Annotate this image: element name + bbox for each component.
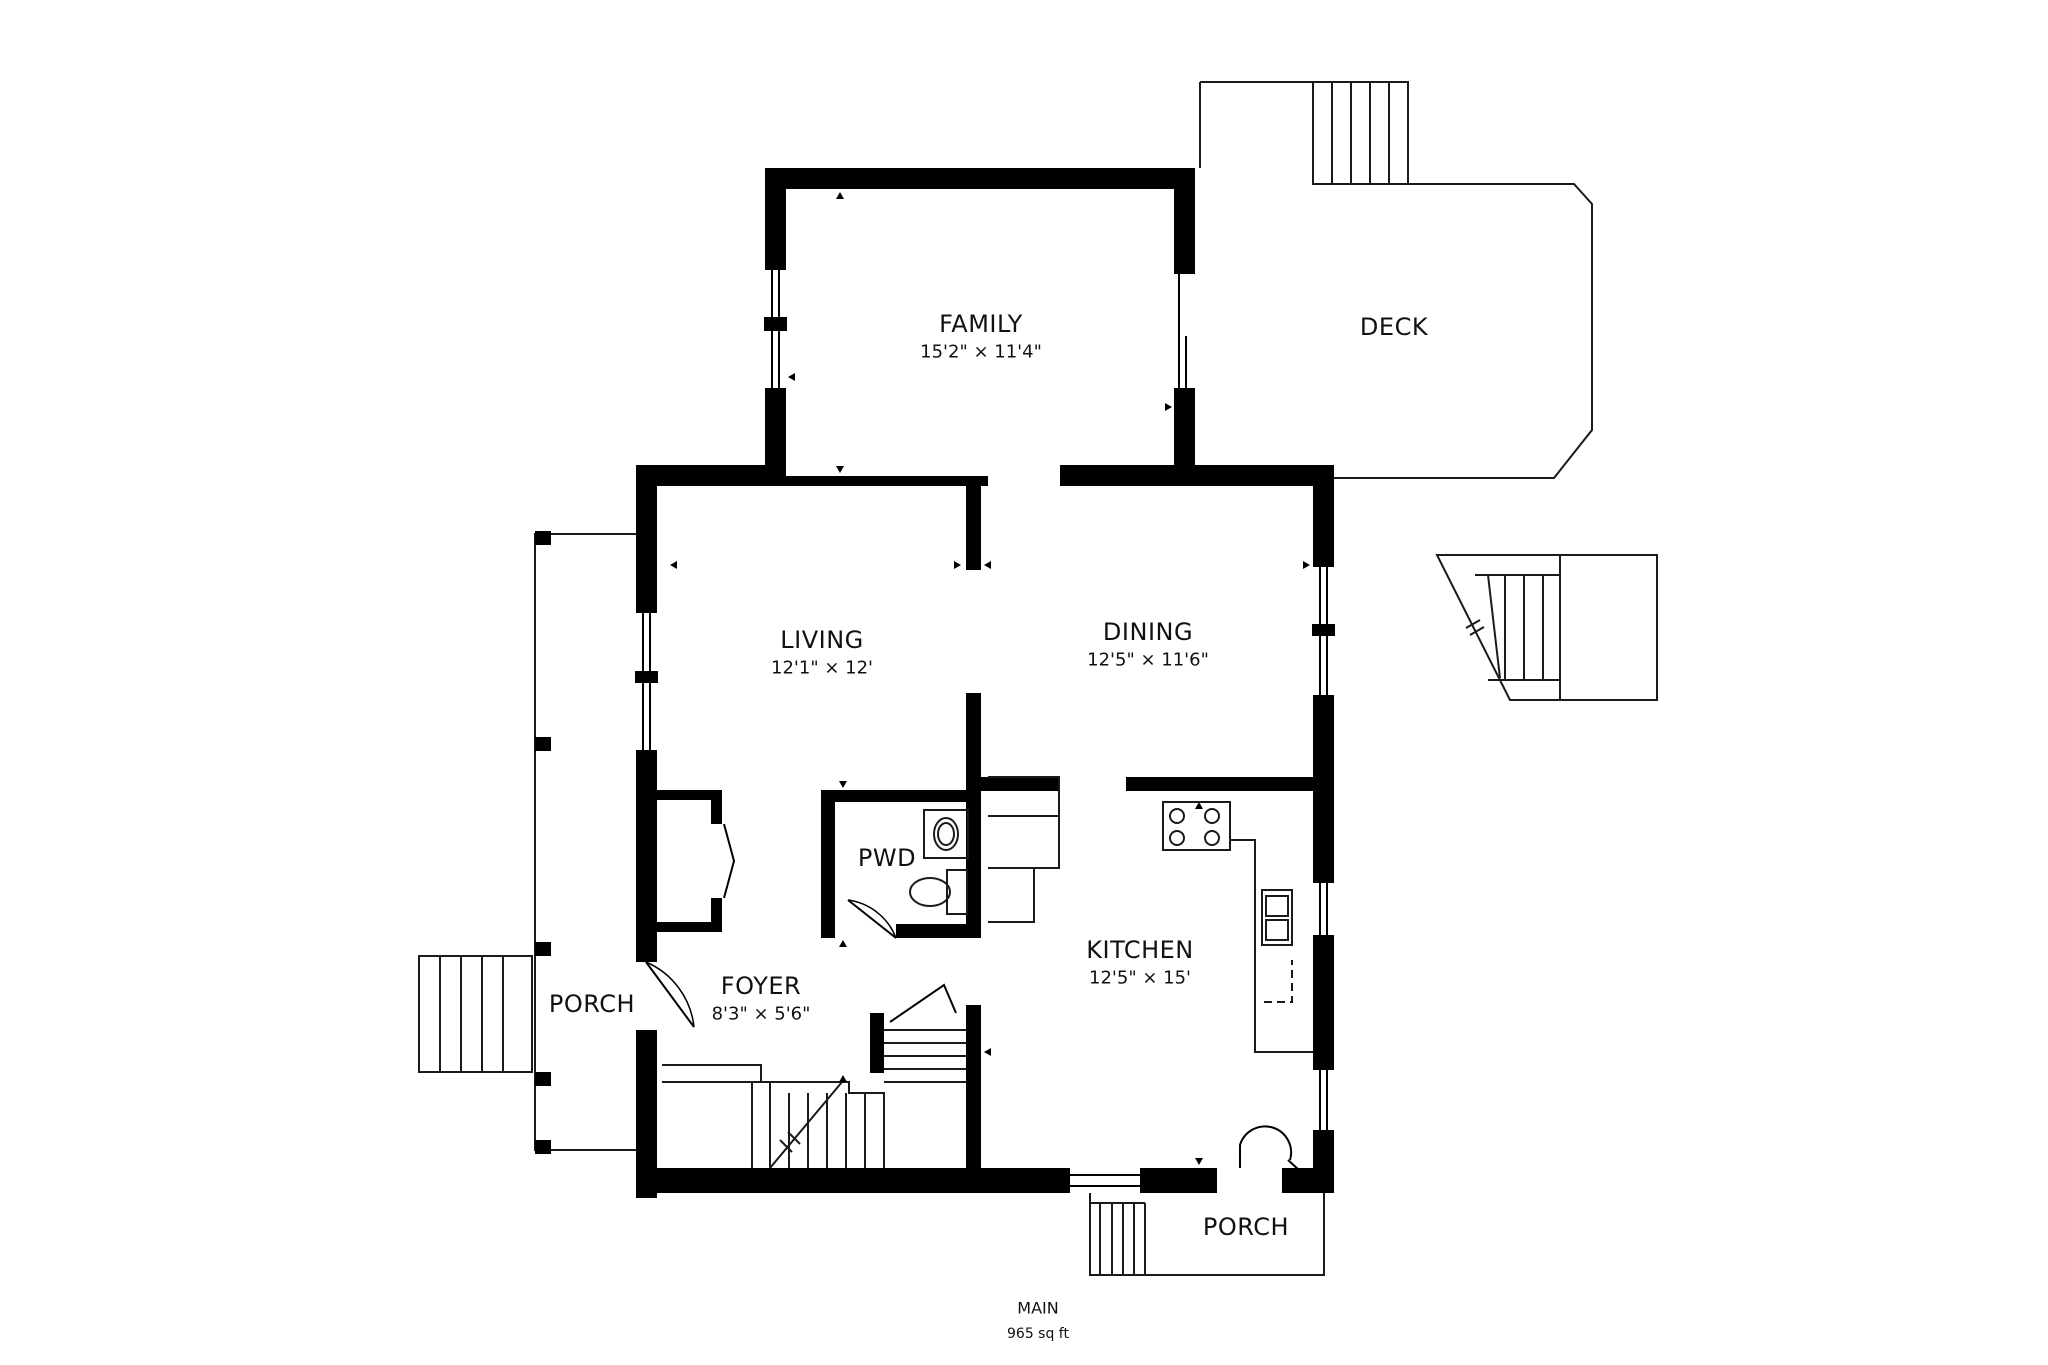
foyer-dimensions: 8'3" × 5'6" — [711, 1003, 811, 1025]
kitchen-label: KITCHEN — [1086, 936, 1194, 964]
dining-room-dimensions: 12'5" × 11'6" — [1087, 649, 1209, 671]
floor-name: MAIN — [1017, 1298, 1059, 1318]
west-porch-label: PORCH — [548, 990, 636, 1018]
south-porch-label: PORCH — [1202, 1213, 1290, 1241]
dining-room-label: DINING — [1102, 618, 1194, 646]
family-room-dimensions: 15'2" × 11'4" — [920, 341, 1042, 363]
exterior-walls — [636, 168, 1334, 1198]
living-room-label: LIVING — [780, 626, 864, 654]
fixtures — [909, 801, 1313, 1053]
family-room-label: FAMILY — [939, 310, 1023, 338]
deck-label: DECK — [1359, 313, 1429, 341]
powder-room-label: PWD — [857, 844, 917, 872]
living-room-dimensions: 12'1" × 12' — [771, 657, 873, 679]
wall-markers — [670, 192, 1310, 1165]
floor-area: 965 sq ft — [1007, 1326, 1069, 1342]
interior-walls — [657, 476, 1334, 1175]
doors — [645, 823, 1311, 1181]
west-porch-posts — [535, 531, 551, 1154]
kitchen-dimensions: 12'5" × 15' — [1089, 967, 1191, 989]
west-porch — [418, 533, 636, 1151]
detached-stairs — [1435, 554, 1658, 701]
foyer-label: FOYER — [720, 972, 802, 1000]
south-porch — [1089, 1193, 1325, 1276]
windows — [635, 270, 1335, 1187]
main-stairs — [662, 776, 1060, 1169]
deck — [1199, 81, 1593, 479]
